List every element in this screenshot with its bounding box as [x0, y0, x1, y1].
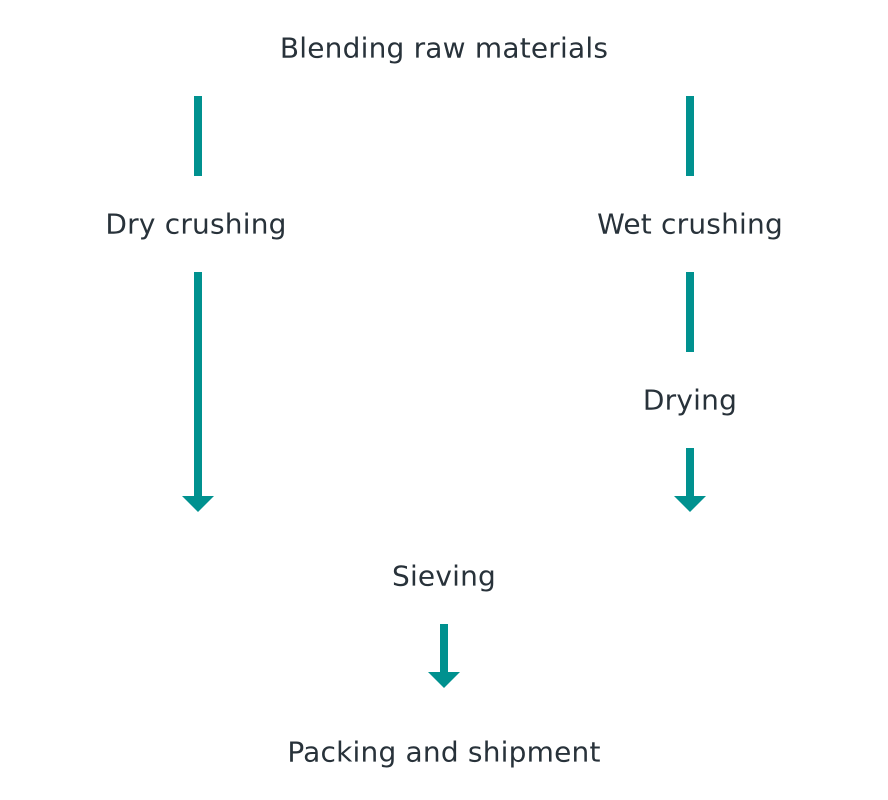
connector-sieve-pack — [440, 624, 448, 674]
connector-blend-dry — [194, 96, 202, 176]
node-wet-crushing: Wet crushing — [597, 207, 783, 241]
connector-blend-wet — [686, 96, 694, 176]
node-sieving: Sieving — [391, 559, 497, 593]
connector-dry-sieve — [194, 272, 202, 498]
arrowhead-dry-sieve — [182, 496, 214, 512]
node-drying: Drying — [642, 383, 738, 417]
connector-wet-drying — [686, 272, 694, 352]
node-dry-crushing: Dry crushing — [105, 207, 287, 241]
arrowhead-sieve-pack — [428, 672, 460, 688]
node-packing-and-shipment: Packing and shipment — [287, 735, 601, 769]
arrowhead-drying-sieve — [674, 496, 706, 512]
node-blending-raw-materials: Blending raw materials — [279, 31, 609, 65]
connector-drying-sieve — [686, 448, 694, 498]
